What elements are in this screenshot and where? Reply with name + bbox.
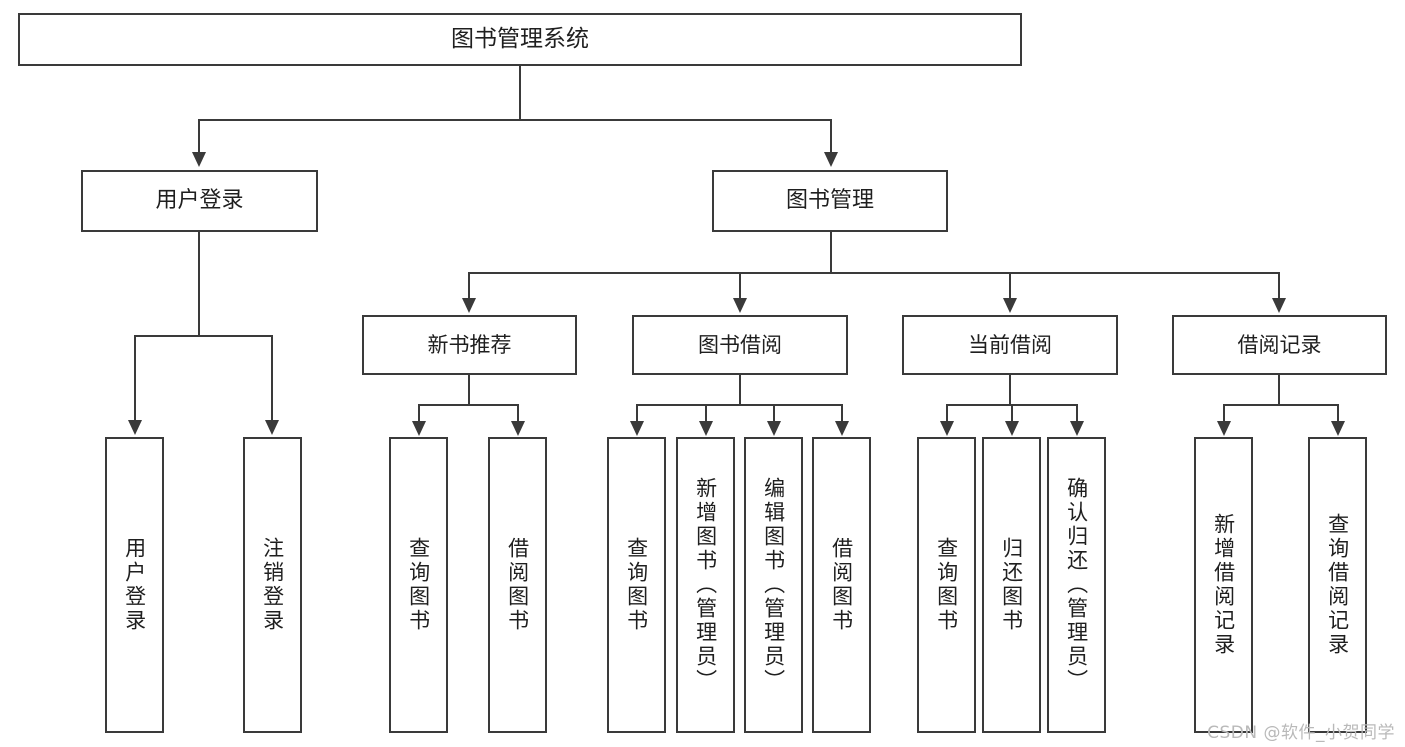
connector-borrow-record-stem [1278,375,1280,404]
node-book-management[interactable]: 图书管理 [712,170,948,232]
node-label: 查询图书 [406,537,431,633]
node-leaf-query-book-current[interactable]: 查询图书 [917,437,976,733]
node-label: 查询图书 [934,537,959,633]
node-label: 当前借阅 [968,332,1052,357]
node-leaf-borrow-book[interactable]: 借阅图书 [812,437,871,733]
connector-current-borrow-to-leaf-1 [946,404,948,424]
node-label: 注销登录 [260,537,285,633]
connector-current-borrow-stem [1009,375,1011,404]
arrowhead-icon [1217,421,1231,436]
node-label: 图书管理 [785,188,874,214]
connector-root-stem [519,66,521,119]
connector-book-manage-bar [468,272,1280,274]
csdn-watermark: CSDN @软件_小贺同学 [1207,723,1395,743]
node-label: 归还图书 [999,537,1024,633]
node-leaf-logout[interactable]: 注销登录 [243,437,302,733]
arrowhead-icon [511,421,525,436]
connector-root-bar [198,119,832,121]
connector-user-login-stem [198,232,200,335]
node-user-login[interactable]: 用户登录 [81,170,318,232]
node-leaf-query-book-recommend[interactable]: 查询图书 [389,437,448,733]
arrowhead-icon [1005,421,1019,436]
connector-book-manage-to-record [1278,272,1280,300]
arrowhead-icon [824,152,838,167]
node-leaf-query-borrow-record[interactable]: 查询借阅记录 [1308,437,1367,733]
node-current-borrow[interactable]: 当前借阅 [902,315,1118,375]
node-label: 编辑图书（管理员） [761,477,786,693]
node-label: 新增借阅记录 [1211,513,1236,657]
node-label: 确认归还（管理员） [1064,477,1089,693]
connector-current-borrow-to-leaf-3 [1076,404,1078,424]
connector-borrow-record-to-leaf-1 [1223,404,1225,424]
node-leaf-return-book[interactable]: 归还图书 [982,437,1041,733]
node-leaf-add-book-admin[interactable]: 新增图书（管理员） [676,437,735,733]
node-label: 查询图书 [624,537,649,633]
node-leaf-confirm-return-admin[interactable]: 确认归还（管理员） [1047,437,1106,733]
node-root-system[interactable]: 图书管理系统 [18,13,1022,66]
node-leaf-edit-book-admin[interactable]: 编辑图书（管理员） [744,437,803,733]
arrowhead-icon [1331,421,1345,436]
connector-user-login-bar [134,335,272,337]
connector-borrow-record-bar [1223,404,1338,406]
arrowhead-icon [192,152,206,167]
node-label: 用户登录 [122,537,147,633]
connector-book-borrow-to-leaf-3 [773,404,775,424]
connector-user-login-to-leaf-2 [271,335,273,422]
connector-new-book-bar [418,404,518,406]
connector-book-borrow-to-leaf-1 [636,404,638,424]
connector-book-borrow-to-leaf-4 [841,404,843,424]
node-label: 借阅图书 [505,537,530,633]
connector-new-book-stem [468,375,470,404]
connector-root-to-user-login [198,119,200,155]
connector-root-to-book-manage [830,119,832,155]
node-label: 新书推荐 [427,332,512,357]
connector-user-login-to-leaf-1 [134,335,136,422]
node-label: 用户登录 [155,188,244,214]
arrowhead-icon [835,421,849,436]
node-label: 图书管理系统 [451,26,589,53]
node-borrow-record[interactable]: 借阅记录 [1172,315,1387,375]
node-label: 借阅图书 [829,537,854,633]
connector-book-manage-to-new-book [468,272,470,300]
arrowhead-icon [733,298,747,313]
arrowhead-icon [1003,298,1017,313]
arrowhead-icon [265,420,279,435]
node-label: 查询借阅记录 [1325,513,1350,657]
node-leaf-borrow-book-recommend[interactable]: 借阅图书 [488,437,547,733]
connector-book-manage-stem [830,232,832,272]
arrowhead-icon [699,421,713,436]
connector-book-manage-to-borrow [739,272,741,300]
node-book-borrow[interactable]: 图书借阅 [632,315,848,375]
arrowhead-icon [767,421,781,436]
connector-borrow-record-to-leaf-2 [1337,404,1339,424]
connector-new-book-to-leaf-1 [418,404,420,424]
node-label: 新增图书（管理员） [693,477,718,693]
node-label: 图书借阅 [698,332,782,357]
node-label: 借阅记录 [1237,332,1322,357]
node-leaf-add-borrow-record[interactable]: 新增借阅记录 [1194,437,1253,733]
connector-current-borrow-to-leaf-2 [1011,404,1013,424]
arrowhead-icon [412,421,426,436]
connector-book-manage-to-current [1009,272,1011,300]
arrowhead-icon [1272,298,1286,313]
arrowhead-icon [128,420,142,435]
node-leaf-user-login[interactable]: 用户登录 [105,437,164,733]
connector-book-borrow-bar [636,404,843,406]
connector-new-book-to-leaf-2 [517,404,519,424]
arrowhead-icon [630,421,644,436]
connector-book-borrow-stem [739,375,741,404]
connector-book-borrow-to-leaf-2 [705,404,707,424]
node-new-book-recommend[interactable]: 新书推荐 [362,315,577,375]
arrowhead-icon [462,298,476,313]
arrowhead-icon [1070,421,1084,436]
node-leaf-query-book-borrow[interactable]: 查询图书 [607,437,666,733]
arrowhead-icon [940,421,954,436]
